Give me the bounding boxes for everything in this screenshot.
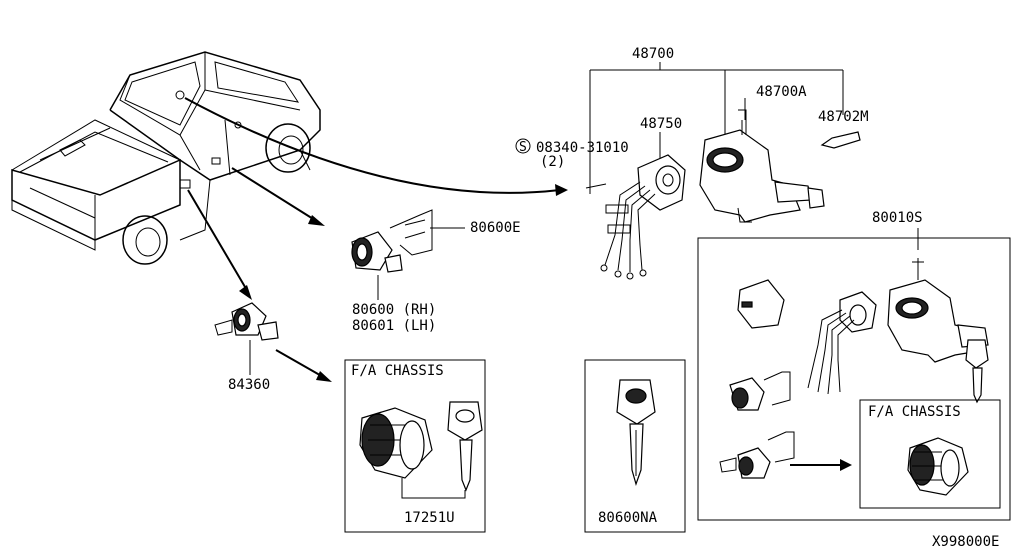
kit-box (697, 237, 1011, 521)
label-84360: 84360 (228, 377, 270, 393)
diagram-code: X998000E (932, 534, 999, 550)
label-08340-31010: 08340-31010 (536, 140, 629, 156)
ignition-switch-assembly (585, 109, 861, 280)
key-blank (616, 379, 656, 486)
label-80010s: 80010S (872, 210, 923, 226)
label-48700a: 48700A (756, 84, 807, 100)
kit-contents (719, 258, 989, 479)
fa-chassis-box-2 (859, 399, 1001, 509)
key-box (584, 359, 686, 533)
label-80601-lh: 80601 (LH) (352, 318, 436, 334)
label-fa-chassis-2: F/A CHASSIS (868, 404, 961, 420)
door-lock-cylinder (351, 209, 433, 300)
ignition-bracket-lines (589, 62, 844, 185)
fa-chassis-lock-and-key (359, 401, 483, 499)
leader-arrows (184, 97, 852, 471)
label-08340-qty: (2) (540, 154, 565, 170)
rear-lock-cylinder (214, 302, 279, 375)
label-48702m: 48702M (818, 109, 869, 125)
standard-part-symbol (515, 138, 531, 154)
label-48750: 48750 (640, 116, 682, 132)
label-80600-rh: 80600 (RH) (352, 302, 436, 318)
label-80600na: 80600NA (598, 510, 658, 526)
label-17251u: 17251U (404, 510, 455, 526)
part-labels: 48700 48700A 48750 48702M S 08340-31010 … (228, 46, 999, 550)
label-08340-prefix: S (519, 140, 527, 155)
label-80600e: 80600E (470, 220, 521, 236)
label-fa-chassis-1: F/A CHASSIS (351, 363, 444, 379)
label-48700: 48700 (632, 46, 674, 62)
fa-chassis-box-1 (344, 359, 486, 533)
pickup-truck-illustration (11, 51, 321, 265)
fa-chassis-lock-2 (907, 437, 969, 496)
